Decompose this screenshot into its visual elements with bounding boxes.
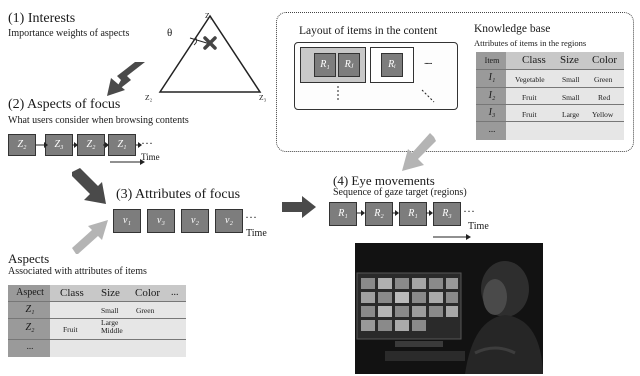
layout-dots: ......	[424, 56, 432, 66]
user-browsing-photo-illustration	[355, 243, 543, 374]
kb-row1-class: Vegetable	[515, 75, 545, 84]
eye-title: (4) Eye movements	[333, 173, 435, 188]
aspect-seq-arrows	[36, 142, 142, 148]
aspects-header-aspect: Aspect	[16, 287, 44, 298]
attribute-seq-node-3: v₂	[181, 209, 209, 233]
aspects-subtitle: Associated with attributes of items	[8, 266, 147, 277]
aspects-focus-subtitle: What users consider when browsing conten…	[8, 115, 189, 126]
aspects-row1-color: Green	[136, 306, 155, 315]
aspect-time-arrow	[110, 159, 145, 165]
arrow-aspects-table-to-attributes	[72, 220, 108, 254]
interest-point-marker	[203, 36, 217, 50]
kb-header-class: Class	[522, 54, 546, 66]
kb-row1-size: Small	[562, 75, 580, 84]
kb-row3-color: Yellow	[592, 110, 614, 119]
knowledge-title: Knowledge base	[474, 23, 551, 35]
arrow-attributes-to-eye	[282, 196, 316, 218]
kb-row2-color: Red	[598, 93, 611, 102]
knowledge-table: Item Class Size Color I₁ Vegetable Small…	[476, 52, 624, 140]
kb-row2-size: Small	[562, 93, 580, 102]
kb-row2-class: Fruit	[522, 93, 537, 102]
eye-seq-time-label: Time	[468, 221, 489, 232]
theta-label: θ	[167, 27, 173, 39]
interests-title: (1) Interests	[8, 11, 76, 26]
eye-seq-node-2: R₂	[365, 202, 393, 226]
attribute-seq-time-label: Time	[246, 228, 267, 239]
aspects-row1-size: Small	[101, 306, 119, 315]
arrow-aspects-to-attributes	[72, 168, 106, 204]
eye-time-arrow	[433, 234, 471, 240]
content-knowledge-frame	[276, 12, 634, 152]
kb-row3-size: Large	[562, 110, 580, 119]
z3-vertex-label: Z₃	[259, 93, 267, 102]
eye-subtitle: Sequence of gaze target (regions)	[333, 187, 467, 198]
aspect-seq-ellipsis: ···	[141, 136, 153, 150]
eye-seq-node-4: R₃	[433, 202, 461, 226]
z1-vertex-label: Z₁	[205, 11, 213, 20]
attribute-seq-ellipsis: ···	[245, 210, 257, 224]
layout-region-rj: Rⱼ	[338, 53, 360, 77]
user-browsing-photo	[355, 243, 543, 374]
kb-header-size: Size	[560, 54, 579, 66]
attribute-seq-node-1: v₁	[113, 209, 141, 233]
kb-row1-color: Green	[594, 75, 613, 84]
aspects-row1-aspect: Z₁	[25, 304, 35, 315]
kb-row4-item: ...	[488, 124, 496, 134]
kb-header-color: Color	[592, 54, 618, 66]
aspects-header-size: Size	[101, 287, 120, 299]
kb-row3-item: I₃	[488, 107, 496, 118]
eye-seq-node-3: R₁	[399, 202, 427, 226]
aspects-title: Aspects	[8, 251, 50, 266]
aspect-seq-node-1: Z₂	[8, 134, 36, 156]
attributes-focus-title: (3) Attributes of focus	[116, 187, 241, 202]
aspects-header-class: Class	[60, 287, 84, 299]
attribute-seq-node-2: v₃	[147, 209, 175, 233]
kb-row1-item: I₁	[488, 72, 496, 83]
eye-seq-arrows	[357, 210, 433, 216]
interests-subtitle: Importance weights of aspects	[8, 28, 130, 39]
aspects-table: Aspect Class Size Color ... Z₁ Small Gre…	[8, 285, 186, 357]
aspect-seq-time-label: Time	[141, 152, 160, 162]
attribute-seq-node-4: v₂	[215, 209, 243, 233]
arrow-knowledge-to-eye	[402, 133, 436, 171]
aspects-row2-aspect: Z₂	[25, 322, 35, 333]
aspects-row2-size: Large Middle	[101, 318, 123, 335]
aspects-focus-title: (2) Aspects of focus	[8, 97, 121, 112]
arrow-interests-to-aspects	[107, 62, 145, 96]
kb-header-item: Item	[484, 56, 500, 65]
kb-row2-item: I₂	[488, 90, 496, 101]
layout-title: Layout of items in the content	[299, 25, 438, 37]
aspects-header-more: ...	[171, 287, 179, 298]
z2-vertex-label: Z₂	[145, 93, 153, 102]
eye-seq-ellipsis: ···	[463, 204, 475, 218]
aspects-row2-class: Fruit	[63, 325, 78, 334]
layout-continuation-dots	[337, 86, 435, 103]
aspects-row3-aspect: ...	[26, 341, 34, 351]
layout-region-r1: R₁	[314, 53, 336, 77]
interest-simplex-triangle	[158, 14, 262, 93]
eye-seq-node-1: R₁	[329, 202, 357, 226]
kb-row3-class: Fruit	[522, 110, 537, 119]
layout-region-ri: Rᵢ	[381, 53, 403, 77]
knowledge-subtitle: Attributes of items in the regions	[474, 38, 587, 48]
aspects-header-color: Color	[135, 287, 161, 299]
